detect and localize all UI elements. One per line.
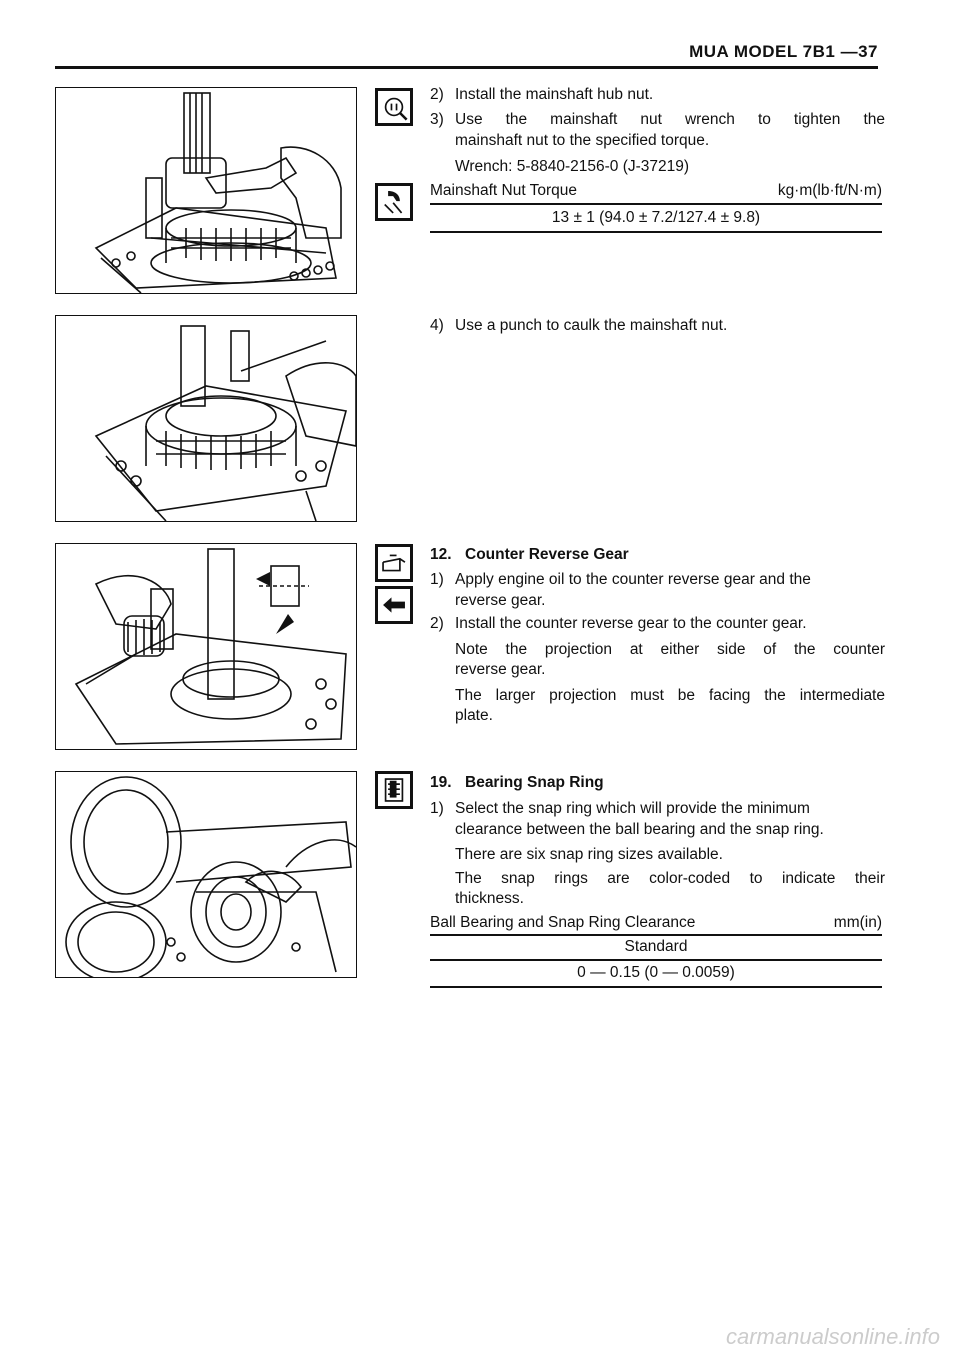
spec-label: Ball Bearing and Snap Ring Clearance — [430, 914, 696, 931]
step-number: 2) — [430, 86, 444, 103]
clearance-spec-value: 0 — 0.15 (0 — 0.0059) — [577, 964, 735, 981]
note-line: reverse gear. — [455, 661, 546, 678]
spec-rule-top — [430, 203, 882, 205]
section-title: Bearing Snap Ring — [465, 774, 604, 791]
step-text-line: Use the mainshaft nut wrench to tighten … — [455, 111, 885, 128]
section-heading-bearing-snap-ring: 19. Bearing Snap Ring — [430, 773, 890, 793]
note-larger-projection: The larger projection must be facing the… — [455, 686, 885, 726]
step-number: 1) — [430, 800, 444, 817]
arrow-left-icon — [375, 586, 413, 624]
watermark: carmanualsonline.info — [725, 1324, 940, 1349]
punch-caulk-illustration — [94, 325, 356, 521]
oil-can-icon — [375, 544, 413, 582]
spec-unit: mm(in) — [833, 914, 882, 931]
page-header: MUA MODEL 7B1 —37 — [689, 42, 878, 61]
header-rule — [55, 66, 878, 69]
torque-wrench-icon — [375, 88, 413, 126]
note-line: Note the projection at either side of th… — [455, 641, 885, 658]
note-line: thickness. — [455, 890, 524, 907]
figure-punch-caulk — [55, 315, 357, 522]
clearance-spec-header: Ball Bearing and Snap Ring Clearance mm(… — [430, 914, 882, 932]
spec-label: Mainshaft Nut Torque — [430, 182, 578, 199]
spec-rule-bottom — [430, 986, 882, 988]
spec-unit: kg·m(lb·ft/N·m) — [777, 182, 882, 199]
step-text-line: mainshaft nut to the specified torque. — [455, 132, 710, 149]
mainshaft-wrench-illustration — [94, 92, 342, 293]
step-caulk-nut: 4) Use a punch to caulk the mainshaft nu… — [430, 316, 890, 336]
step-text: Install the counter reverse gear to the … — [455, 615, 807, 632]
note-line: plate. — [455, 707, 493, 724]
snap-ring-color-note: The snap rings are color-coded to indica… — [455, 869, 885, 909]
step-text: Install the mainshaft hub nut. — [455, 86, 654, 103]
figure-counter-reverse-gear — [55, 543, 357, 750]
step-text-line: reverse gear. — [455, 592, 546, 609]
torque-spec-value: 13 ± 1 (94.0 ± 7.2/127.4 ± 9.8) — [551, 209, 761, 226]
select-part-icon — [375, 771, 413, 809]
note-line: The larger projection must be facing the… — [455, 687, 885, 704]
clearance-standard-label: Standard — [624, 938, 688, 955]
note-projection: Note the projection at either side of th… — [455, 640, 885, 680]
figure-bearing-snap-ring — [55, 771, 357, 978]
step-number: 1) — [430, 571, 444, 588]
step-select-snap-ring: 1) Select the snap ring which will provi… — [430, 799, 890, 841]
figure-mainshaft-nut-wrench — [55, 87, 357, 294]
section-title: Counter Reverse Gear — [465, 546, 629, 563]
snap-ring-illustration — [65, 776, 356, 977]
step-text-line: clearance between the ball bearing and t… — [455, 821, 824, 838]
step-number: 3) — [430, 111, 444, 128]
note-line: The snap rings are color-coded to indica… — [455, 870, 885, 887]
step-install-hub-nut: 2) Install the mainshaft hub nut. — [430, 85, 890, 105]
counter-reverse-gear-illustration — [74, 548, 347, 745]
step-text-line: Apply engine oil to the counter reverse … — [455, 571, 811, 588]
spec-rule-bottom — [430, 231, 882, 233]
step-text: Use a punch to caulk the mainshaft nut. — [455, 317, 728, 334]
step-number: 2) — [430, 615, 444, 632]
section-number: 12. — [430, 546, 452, 563]
wrench-part-number: Wrench: 5-8840-2156-0 (J-37219) — [455, 158, 690, 175]
step-apply-oil: 1) Apply engine oil to the counter rever… — [430, 570, 890, 612]
step-tighten-nut: 3) Use the mainshaft nut wrench to tight… — [430, 110, 890, 152]
torque-spec-header: Mainshaft Nut Torque kg·m(lb·ft/N·m) — [430, 182, 882, 200]
section-heading-counter-reverse-gear: 12. Counter Reverse Gear — [430, 545, 890, 565]
spec-rule-top — [430, 934, 882, 936]
snap-ring-sizes-note: There are six snap ring sizes available. — [455, 846, 723, 863]
step-number: 4) — [430, 317, 444, 334]
section-number: 19. — [430, 774, 452, 791]
step-text-line: Select the snap ring which will provide … — [455, 800, 810, 817]
step-install-gear: 2) Install the counter reverse gear to t… — [430, 614, 890, 634]
spec-rule-middle — [430, 959, 882, 961]
punch-icon — [375, 183, 413, 221]
